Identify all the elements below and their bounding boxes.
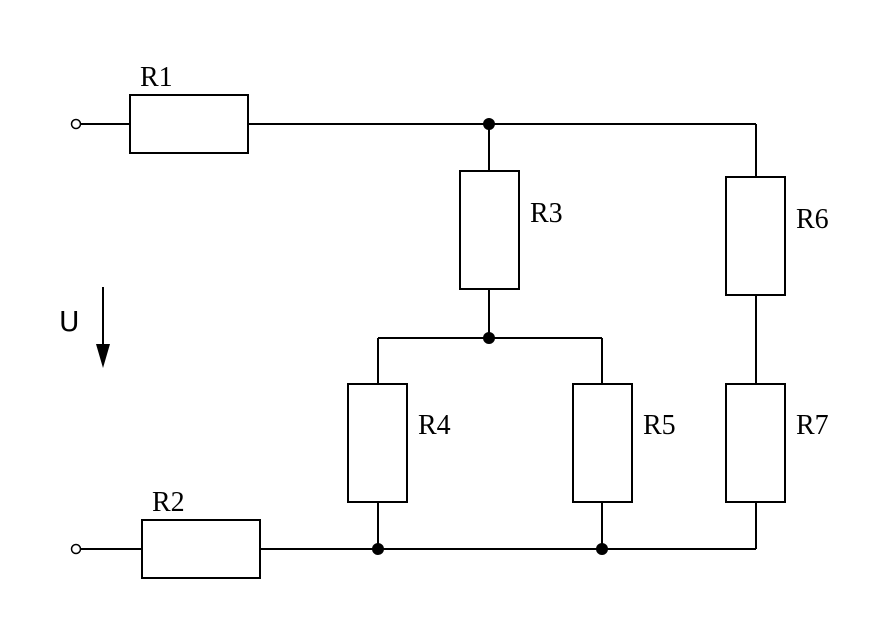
resistors [129, 94, 786, 579]
voltage-arrow [96, 287, 110, 368]
label-r2: R2 [152, 487, 185, 518]
label-r7: R7 [796, 410, 829, 441]
junction-top [483, 118, 495, 130]
label-r6: R6 [796, 204, 829, 235]
resistor-r5 [572, 383, 633, 503]
junction-bottom-right [596, 543, 608, 555]
voltage-arrowhead [96, 344, 110, 368]
junction-mid [483, 332, 495, 344]
resistor-r1 [129, 94, 249, 154]
wires [80, 123, 757, 550]
label-r4: R4 [418, 410, 451, 441]
label-r1: R1 [140, 62, 173, 93]
terminal-bottom [70, 543, 82, 555]
label-r3: R3 [530, 198, 563, 229]
label-r5: R5 [643, 410, 676, 441]
resistor-r7 [725, 383, 786, 503]
junction-bottom-left [372, 543, 384, 555]
terminal-top [70, 118, 82, 130]
resistor-r2 [141, 519, 261, 579]
label-voltage: U [59, 305, 80, 338]
labels: R1 R2 R3 R4 R5 R6 R7 U [59, 62, 829, 518]
terminals [70, 118, 82, 555]
resistor-r6 [725, 176, 786, 296]
resistor-r3 [459, 170, 520, 290]
junctions [372, 118, 608, 555]
resistor-r4 [347, 383, 408, 503]
